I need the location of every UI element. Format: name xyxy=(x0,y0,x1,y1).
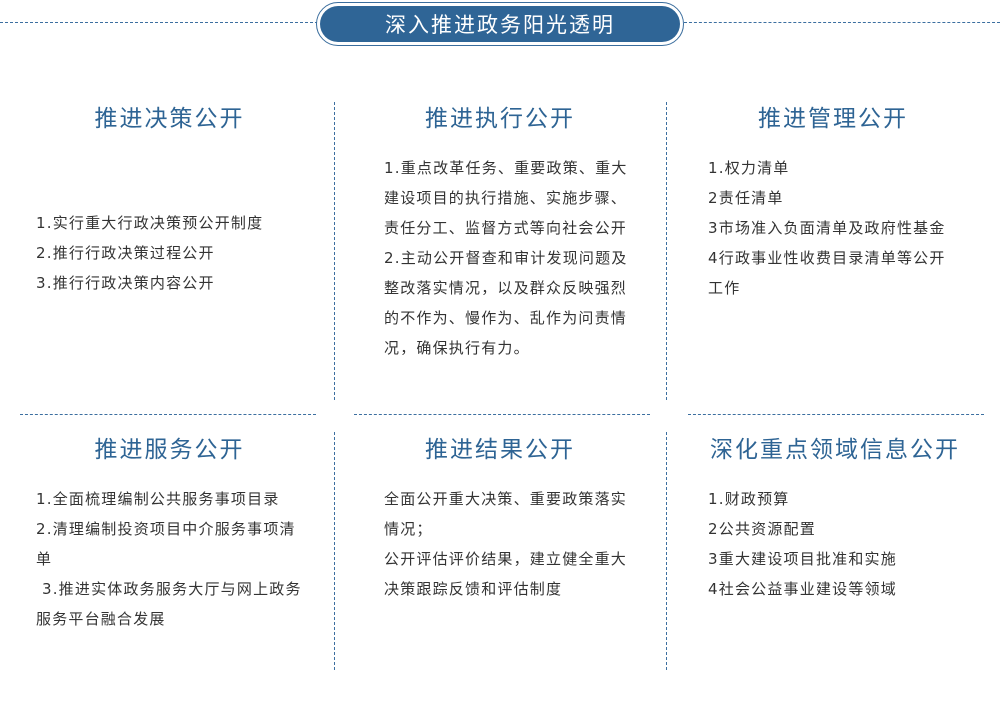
list-item: 1.实行重大行政决策预公开制度 xyxy=(36,214,264,232)
section-body: 1.全面梳理编制公共服务事项目录 2.清理编制投资项目中介服务事项清单 3.推进… xyxy=(36,484,308,634)
section-body: 1.实行重大行政决策预公开制度 2.推行行政决策过程公开 3.推行行政决策内容公… xyxy=(36,208,326,298)
section-title: 推进管理公开 xyxy=(758,106,908,132)
list-item: 4社会公益事业建设等领域 xyxy=(708,580,897,598)
section-key-areas: 深化重点领域信息公开 1.财政预算 2公共资源配置 3重大建设项目批准和实施 4… xyxy=(666,414,1000,704)
divider-vertical xyxy=(666,432,667,670)
section-title: 推进结果公开 xyxy=(425,437,575,463)
section-body: 1.重点改革任务、重要政策、重大建设项目的执行措施、实施步骤、责任分工、监督方式… xyxy=(384,153,642,363)
divider-horizontal xyxy=(354,414,650,415)
list-item: 1.权力清单 xyxy=(708,159,790,177)
banner-right-line xyxy=(684,22,1000,23)
list-item: 2.清理编制投资项目中介服务事项清单 xyxy=(36,520,296,568)
banner-title: 深入推进政务阳光透明 xyxy=(320,6,680,42)
list-item: 全面公开重大决策、重要政策落实情况； xyxy=(384,490,628,538)
list-item: 3市场准入负面清单及政府性基金 xyxy=(708,219,946,237)
list-item: 3.推进实体政务服务大厅与网上政务服务平台融合发展 xyxy=(36,580,302,628)
banner: 深入推进政务阳光透明 xyxy=(316,2,684,46)
list-item: 2.主动公开督查和审计发现问题及整改落实情况，以及群众反映强烈的不作为、慢作为、… xyxy=(384,249,628,357)
list-item: 3重大建设项目批准和实施 xyxy=(708,550,897,568)
list-item: 1.财政预算 xyxy=(708,490,790,508)
section-decision: 推进决策公开 1.实行重大行政决策预公开制度 2.推行行政决策过程公开 3.推行… xyxy=(0,0,334,400)
divider-vertical xyxy=(334,102,335,400)
banner-left-line xyxy=(0,22,318,23)
section-service: 推进服务公开 1.全面梳理编制公共服务事项目录 2.清理编制投资项目中介服务事项… xyxy=(0,414,334,704)
divider-vertical xyxy=(334,432,335,670)
section-body: 1.财政预算 2公共资源配置 3重大建设项目批准和实施 4社会公益事业建设等领域 xyxy=(708,484,960,604)
list-item: 2.推行行政决策过程公开 xyxy=(36,244,215,262)
divider-horizontal xyxy=(20,414,316,415)
list-item: 公开评估评价结果，建立健全重大决策跟踪反馈和评估制度 xyxy=(384,550,628,598)
divider-horizontal xyxy=(688,414,984,415)
section-title: 推进服务公开 xyxy=(94,437,245,463)
list-item: 4行政事业性收费目录清单等公开工作 xyxy=(708,249,946,297)
section-title: 深化重点领域信息公开 xyxy=(710,437,960,463)
section-title: 推进执行公开 xyxy=(425,106,575,132)
list-item: 2公共资源配置 xyxy=(708,520,816,538)
section-title: 推进决策公开 xyxy=(94,106,245,132)
list-item: 3.推行行政决策内容公开 xyxy=(36,274,215,292)
list-item: 1.重点改革任务、重要政策、重大建设项目的执行措施、实施步骤、责任分工、监督方式… xyxy=(384,159,628,237)
section-result: 推进结果公开 全面公开重大决策、重要政策落实情况； 公开评估评价结果，建立健全重… xyxy=(334,414,666,704)
divider-vertical xyxy=(666,102,667,400)
section-management: 推进管理公开 1.权力清单 2责任清单 3市场准入负面清单及政府性基金 4行政事… xyxy=(666,0,1000,400)
section-execution: 推进执行公开 1.重点改革任务、重要政策、重大建设项目的执行措施、实施步骤、责任… xyxy=(334,0,666,400)
list-item: 2责任清单 xyxy=(708,189,784,207)
section-body: 全面公开重大决策、重要政策落实情况； 公开评估评价结果，建立健全重大决策跟踪反馈… xyxy=(384,484,642,604)
section-body: 1.权力清单 2责任清单 3市场准入负面清单及政府性基金 4行政事业性收费目录清… xyxy=(708,153,960,303)
list-item: 1.全面梳理编制公共服务事项目录 xyxy=(36,490,280,508)
